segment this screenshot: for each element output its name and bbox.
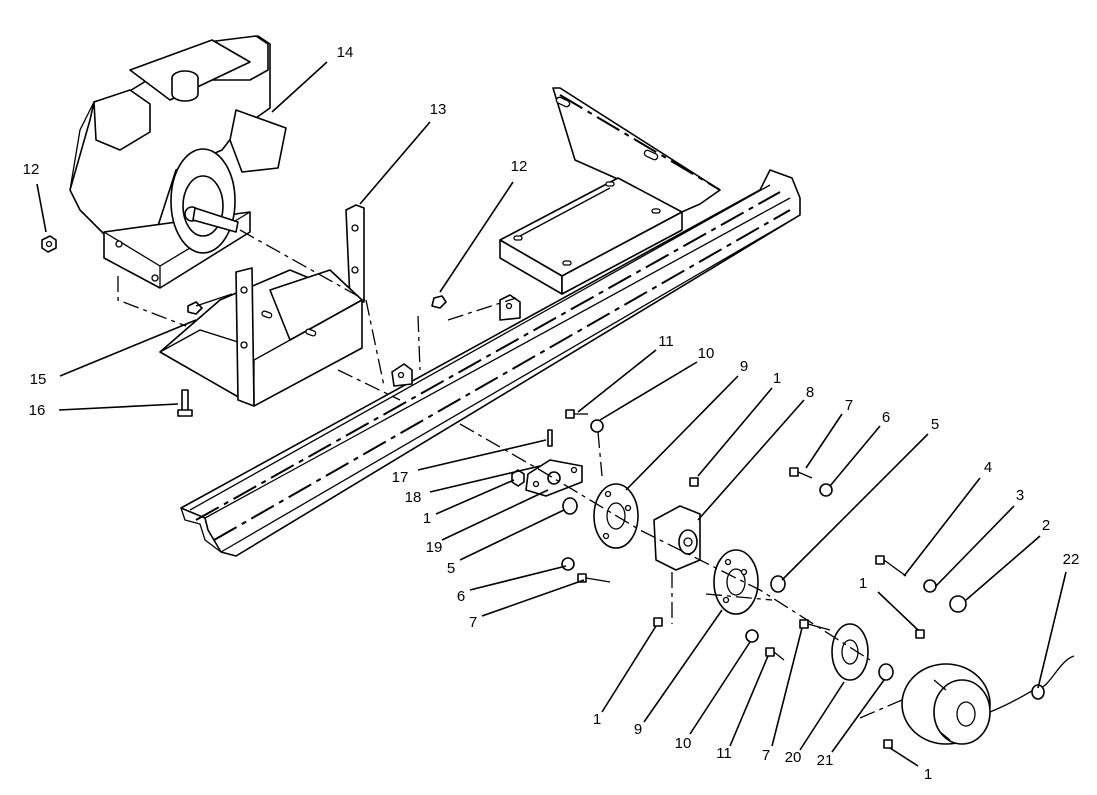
callout-c7c: 7 (762, 747, 770, 764)
callout-c16: 16 (29, 402, 46, 419)
callout-c18: 18 (405, 489, 422, 506)
hardware-bolts (561, 409, 967, 749)
callout-c12a: 12 (23, 161, 40, 178)
callout-c7b: 7 (469, 614, 477, 631)
callout-c15: 15 (30, 371, 47, 388)
callout-c1c: 1 (859, 575, 867, 592)
callout-c1d: 1 (593, 711, 601, 728)
callout-c5b: 5 (447, 560, 455, 577)
callout-c7a: 7 (845, 397, 853, 414)
callout-c6a: 6 (882, 409, 890, 426)
alignment-lines-upper (117, 229, 517, 401)
frame-rail (180, 169, 801, 557)
center-parts (511, 429, 1075, 745)
leader-lines (36, 61, 1067, 767)
callout-c10b: 10 (675, 735, 692, 752)
callout-c5a: 5 (931, 416, 939, 433)
callout-c12b: 12 (511, 158, 528, 175)
callout-c9b: 9 (634, 721, 642, 738)
callout-c3: 3 (1016, 487, 1024, 504)
gearbox-assembly (69, 35, 287, 289)
callout-c1b: 1 (423, 510, 431, 527)
callout-c14: 14 (337, 44, 354, 61)
callout-c6b: 6 (457, 588, 465, 605)
upper-bracket (499, 87, 721, 321)
callout-c1e: 1 (924, 766, 932, 783)
callout-c11b: 11 (716, 745, 732, 762)
hardware-upper (41, 235, 447, 417)
mount-bracket (159, 204, 413, 407)
callout-c4: 4 (984, 459, 992, 476)
callout-c8: 8 (806, 384, 814, 401)
callout-c20: 20 (785, 749, 802, 766)
callout-c11a: 11 (658, 333, 674, 350)
callout-c1a: 1 (773, 370, 781, 387)
callout-c22: 22 (1063, 551, 1080, 568)
callout-c9a: 9 (740, 358, 748, 375)
callout-c13: 13 (430, 101, 447, 118)
callout-c19: 19 (426, 539, 443, 556)
callout-c21: 21 (817, 752, 834, 769)
alignment-lines-lower (459, 423, 903, 719)
callout-c10a: 10 (698, 345, 715, 362)
callout-c2: 2 (1042, 517, 1050, 534)
callout-c17: 17 (392, 469, 409, 486)
